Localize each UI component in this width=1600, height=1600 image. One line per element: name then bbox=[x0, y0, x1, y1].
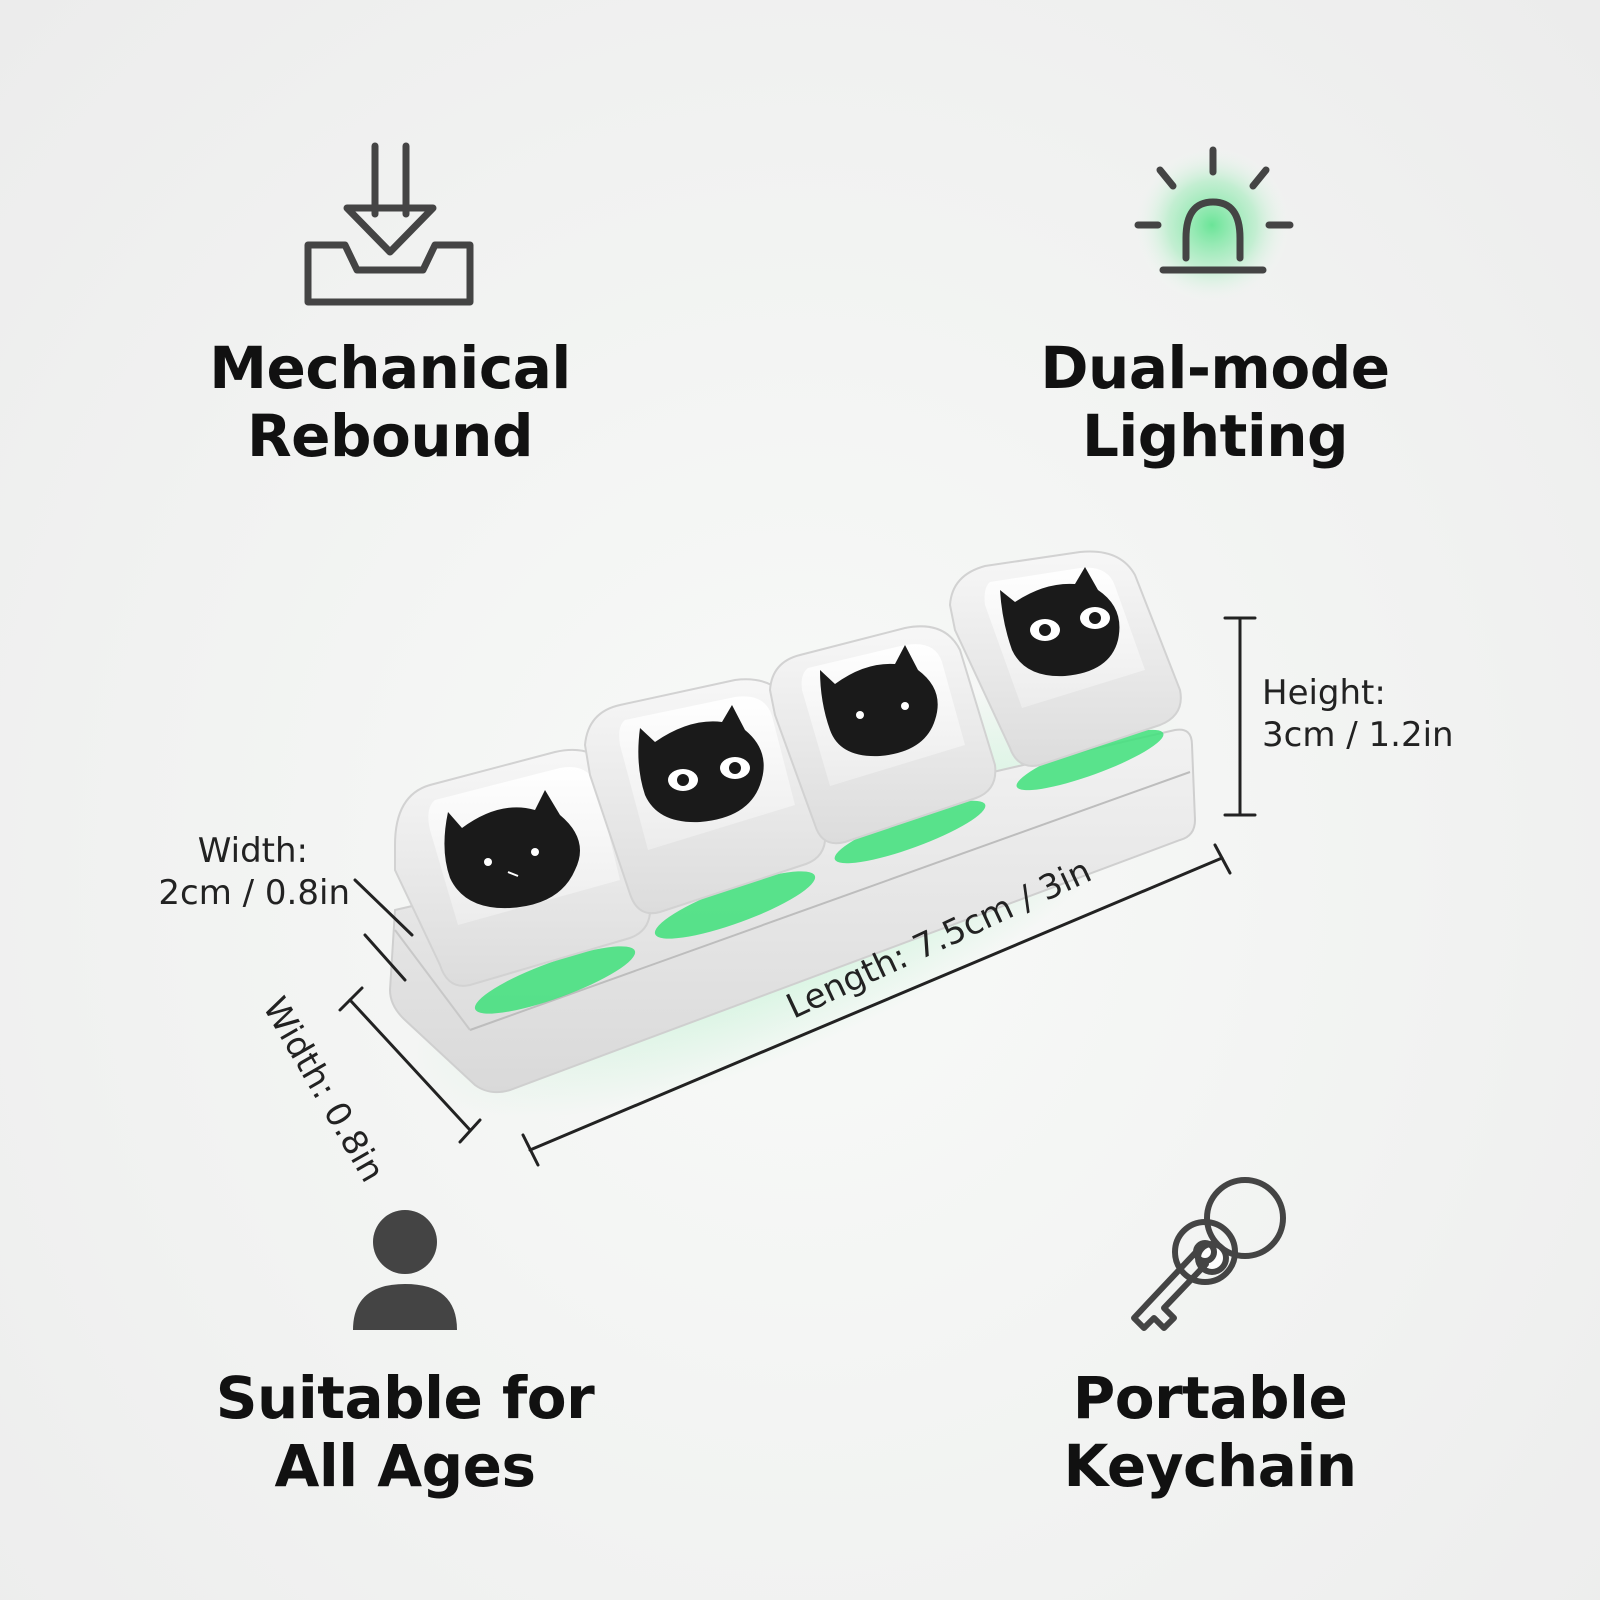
dimension-label-line: Width: bbox=[197, 831, 308, 871]
feature-title-line: Suitable for bbox=[215, 1364, 595, 1432]
download-tray-icon bbox=[304, 142, 474, 306]
feature-suitable-for-all-ages: Suitable for All Ages bbox=[205, 1364, 605, 1500]
cat-face-1 bbox=[444, 790, 580, 909]
dimension-label-line: 3cm / 1.2in bbox=[1262, 715, 1454, 755]
feature-title-line: Portable bbox=[1072, 1364, 1348, 1432]
feature-dual-mode-lighting: Dual-mode Lighting bbox=[1015, 334, 1415, 470]
cat-face-3 bbox=[820, 645, 938, 757]
feature-title-line: All Ages bbox=[274, 1432, 536, 1500]
cat-face-2 bbox=[638, 705, 764, 823]
led-glows bbox=[474, 729, 1164, 1014]
alarm-light-icon bbox=[1132, 145, 1294, 305]
macropad-base bbox=[388, 728, 1197, 1094]
feature-mechanical-rebound: Mechanical Rebound bbox=[190, 334, 590, 470]
person-icon bbox=[353, 1210, 457, 1330]
dimension-label-line: Height: bbox=[1262, 673, 1386, 713]
height-dimension-label: Height: 3cm / 1.2in bbox=[1262, 672, 1454, 756]
key-ring-icon bbox=[1131, 1177, 1286, 1331]
feature-title-line: Lighting bbox=[1081, 402, 1349, 470]
feature-portable-keychain: Portable Keychain bbox=[1010, 1364, 1410, 1500]
dimension-label-line: 2cm / 0.8in bbox=[158, 873, 350, 913]
width-dimension-label: Width: 2cm / 0.8in bbox=[140, 830, 350, 914]
feature-title-line: Rebound bbox=[247, 402, 533, 470]
feature-title-line: Mechanical bbox=[209, 334, 571, 402]
feature-title-line: Keychain bbox=[1063, 1432, 1357, 1500]
dimension-lines bbox=[338, 616, 1257, 1167]
feature-title-line: Dual-mode bbox=[1040, 334, 1390, 402]
cat-face-4 bbox=[1000, 567, 1120, 677]
